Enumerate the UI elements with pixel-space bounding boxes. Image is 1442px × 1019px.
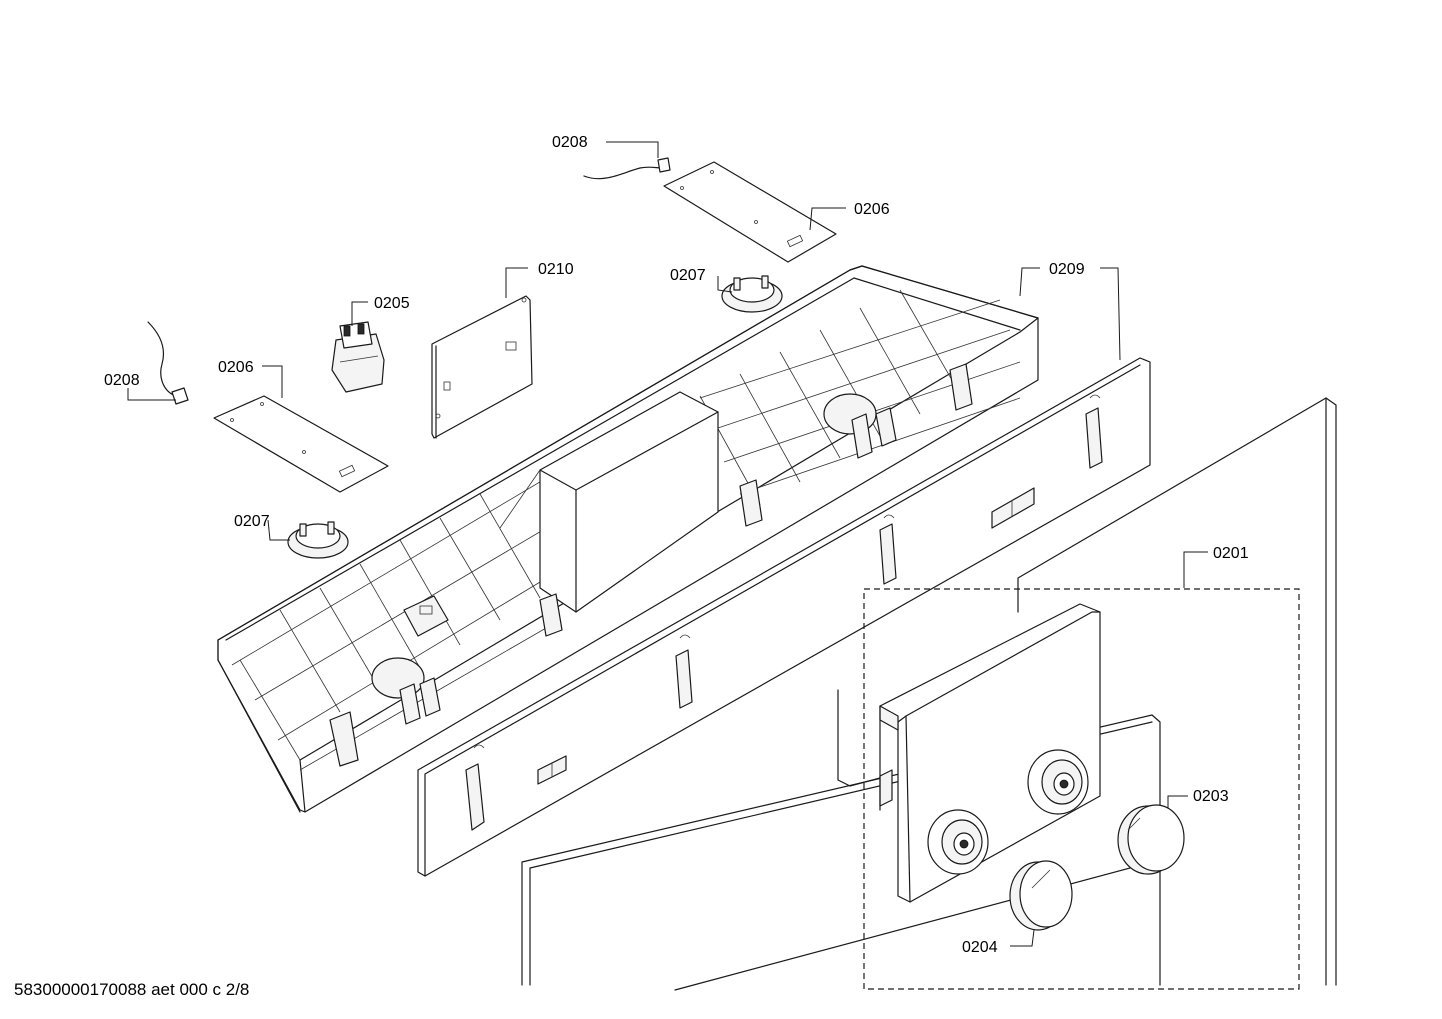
fascia-vent: [991, 487, 1035, 529]
plate-0206-left: [213, 395, 389, 493]
callout-0206-right: 0206: [854, 201, 890, 218]
cable-0208-right: [583, 157, 671, 180]
assembly-group-outline: [863, 588, 1300, 990]
callout-0201: 0201: [1213, 545, 1249, 562]
control-panel-housing: [217, 265, 1039, 813]
cable-0208-left: [147, 321, 189, 405]
callout-0208-right: 0208: [552, 134, 588, 151]
callout-0207-right: 0207: [670, 267, 706, 284]
leader-lines: [127, 141, 1208, 947]
callout-0208-left: 0208: [104, 372, 140, 389]
plate-0206-right: [663, 161, 837, 263]
document-id: 58300000170088 aet 000 c 2/8: [14, 980, 250, 999]
callout-0203: 0203: [1193, 788, 1229, 805]
fascia-slot: [1085, 394, 1103, 469]
control-panel-fascia: [417, 357, 1151, 877]
knob-cap-0203: [1117, 804, 1185, 875]
housing-module: [403, 595, 449, 637]
callout-0206-left: 0206: [218, 359, 254, 376]
housing-clip: [329, 363, 973, 767]
callout-0209: 0209: [1049, 261, 1085, 278]
fascia-vent: [537, 755, 567, 785]
control-module-assembly: [879, 603, 1101, 903]
housing-center-block: [499, 391, 719, 613]
fascia-slot: [675, 634, 693, 709]
callout-0204: 0204: [962, 939, 998, 956]
knob-right: [1027, 749, 1089, 815]
fascia-slot: [879, 514, 897, 585]
ring-0207-left: [287, 521, 349, 559]
circuit-board-0210: [431, 295, 533, 439]
ring-0207-right: [721, 275, 783, 313]
callout-0210: 0210: [538, 261, 574, 278]
fascia-slot: [465, 744, 485, 831]
knob-cap-0204: [1009, 860, 1073, 931]
housing-knob-opening: [371, 657, 425, 699]
switch-0205: [331, 321, 385, 393]
knob-left: [927, 809, 989, 875]
callout-0207-left: 0207: [234, 513, 270, 530]
callout-0205: 0205: [374, 295, 410, 312]
